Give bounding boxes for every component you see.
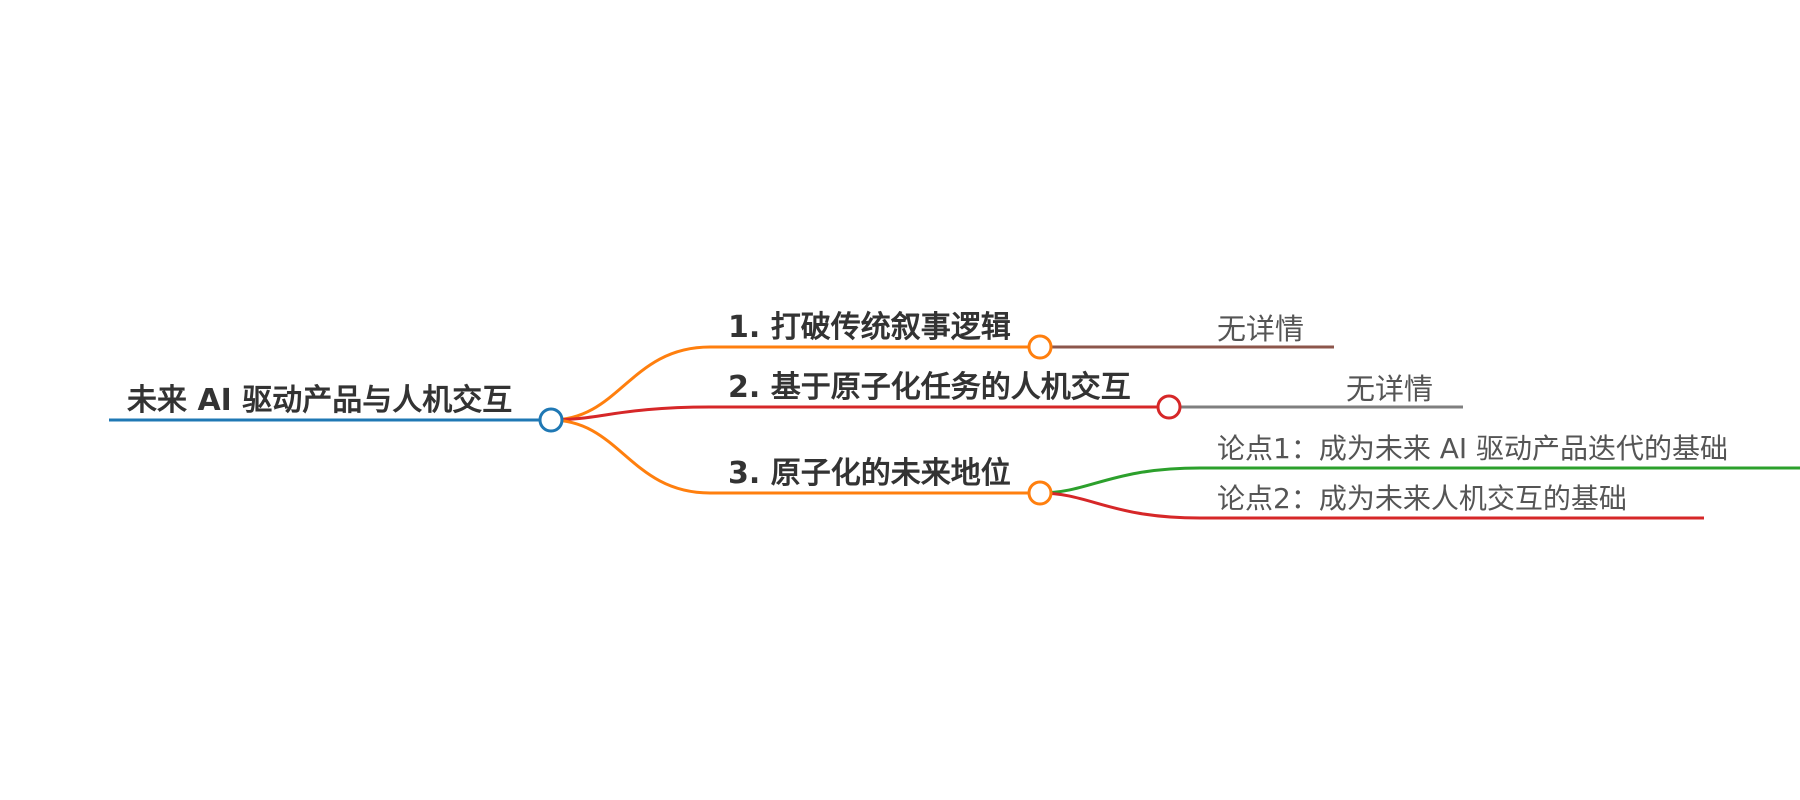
branch-connector-2: [550, 405, 711, 422]
branch-node-circle-3[interactable]: [1027, 480, 1053, 506]
leaf-line-3-2: [1039, 491, 1704, 520]
root-node-circle[interactable]: [538, 407, 564, 433]
leaf-topic-label-3-2[interactable]: 论点2：成为未来人机交互的基础: [1217, 482, 1627, 515]
leaf-topic-label-2-1[interactable]: 无详情: [1346, 372, 1434, 406]
branch-topic-label-3[interactable]: 3. 原子化的未来地位: [728, 456, 1011, 491]
leaf-topic-label-1-1[interactable]: 无详情: [1217, 312, 1305, 346]
leaf-topic-label-3-1[interactable]: 论点1：成为未来 AI 驱动产品迭代的基础: [1217, 432, 1729, 465]
branch-connector-1: [550, 345, 711, 422]
branch-topic-label-1[interactable]: 1. 打破传统叙事逻辑: [728, 310, 1011, 345]
leaf-line-3-1: [1039, 466, 1800, 495]
branch-connector-3: [550, 418, 711, 495]
branch-node-circle-2[interactable]: [1156, 394, 1182, 420]
branch-node-circle-1[interactable]: [1027, 334, 1053, 360]
branch-topic-label-2[interactable]: 2. 基于原子化任务的人机交互: [728, 370, 1131, 405]
root-topic-label[interactable]: 未来 AI 驱动产品与人机交互: [127, 383, 513, 418]
